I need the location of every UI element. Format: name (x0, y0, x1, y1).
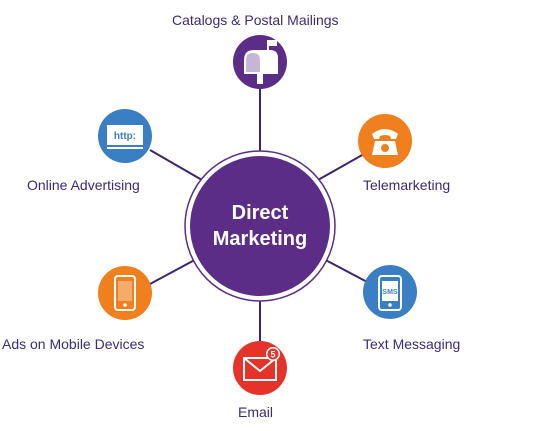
hub-title: Direct Marketing (190, 156, 330, 296)
label-catalogs-postal-mailings: Catalogs & Postal Mailings (172, 12, 339, 28)
http-icon-label: http: (114, 131, 136, 142)
hub-title-line1: Direct (231, 202, 289, 224)
connector-online-advertising (149, 149, 203, 181)
label-online-advertising: Online Advertising (27, 177, 140, 193)
mobile-phone-icon (98, 266, 152, 320)
sms-icon-label: SMS (382, 289, 398, 296)
sms-phone-icon: SMS (363, 265, 417, 319)
telephone-icon (358, 114, 412, 168)
label-telemarketing: Telemarketing (363, 177, 451, 193)
badge-count: 5 (270, 350, 275, 360)
hub-title-line2: Marketing (212, 228, 308, 250)
hub-circle (190, 156, 330, 296)
label-ads-on-mobile-devices: Ads on Mobile Devices (2, 336, 145, 352)
mailbox-icon (233, 35, 287, 89)
label-email: Email (238, 404, 274, 420)
label-text-messaging: Text Messaging (363, 336, 461, 352)
envelope-icon: 5 (233, 341, 287, 395)
http-browser-icon: http: (98, 109, 152, 163)
